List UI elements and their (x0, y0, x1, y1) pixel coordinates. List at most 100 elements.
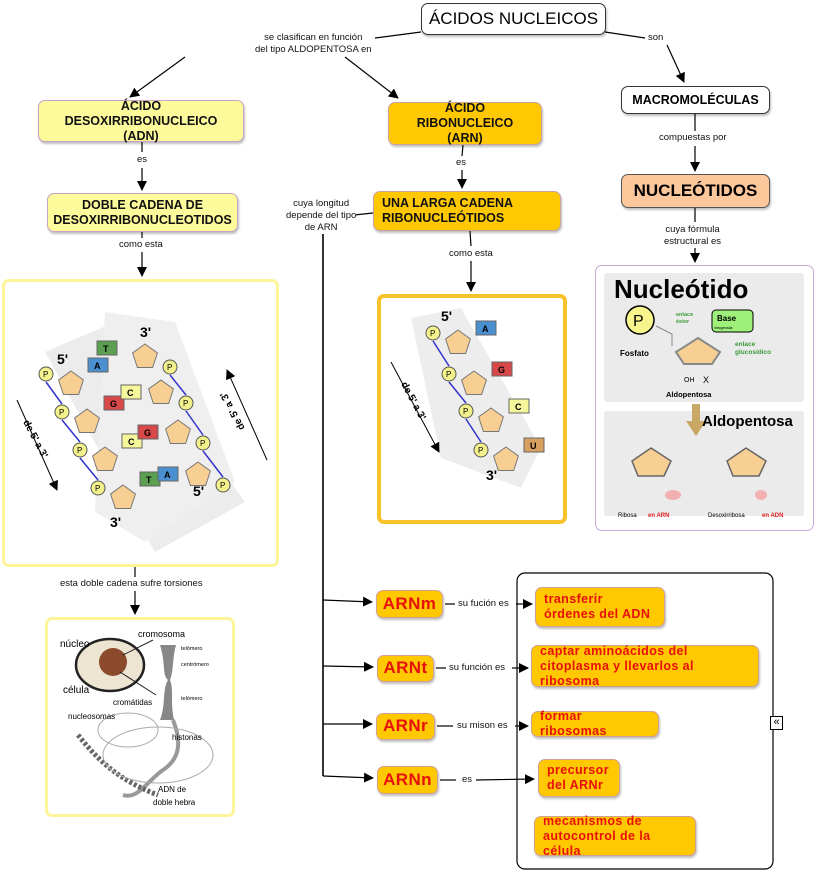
rna-base-letter: C (515, 402, 522, 412)
aldopentosa-title: Aldopentosa (702, 413, 793, 430)
ester-bond (655, 325, 673, 346)
dna-sugar (148, 379, 174, 404)
nitrogenada-label: nitrogenada (714, 326, 733, 330)
dna-phosphate-label: P (220, 481, 225, 490)
node-arnt[interactable]: ARNt (377, 655, 434, 682)
link-torsiones: esta doble cadena sufre torsiones (60, 578, 203, 590)
link-arnm-func: su fución es (458, 598, 509, 610)
title-node[interactable]: ÁCIDOS NUCLEICOS (421, 3, 606, 35)
node-larga-cadena[interactable]: UNA LARGA CADENA RIBONUCLEÓTIDOS (373, 191, 561, 231)
dna-base (87, 357, 109, 373)
dna-sugar (58, 370, 84, 395)
rna-phosphate-label: P (463, 407, 468, 416)
dna-phosphate-label: P (59, 408, 64, 417)
label-adn-2: doble hebra (153, 798, 196, 807)
dna-phosphate-label: P (43, 370, 48, 379)
node-precursor[interactable]: precursor del ARNr (538, 759, 620, 797)
node-transferir[interactable]: transferir órdenes del ADN (535, 587, 665, 627)
node-mecanismos[interactable]: mecanismos de autocontrol de la célula (534, 814, 696, 858)
link-clasifican-line1: se clasifican en función (264, 32, 363, 43)
dna-base-letter: A (94, 361, 101, 371)
dna-5prime-left: 5' (57, 351, 68, 367)
link-son: son (648, 32, 664, 44)
label-telomero-bottom: telómero (181, 696, 202, 702)
nucleotide-diagram: Nucleótido P Fosfato enlace éster Base n… (604, 273, 804, 519)
rna-direction-arrow (390, 361, 440, 453)
dna-base (103, 395, 125, 411)
rna-base (475, 320, 497, 336)
dna-phosphate (72, 442, 88, 458)
rna-base (508, 398, 530, 414)
dna-phosphate (195, 435, 211, 451)
dna-3prime-bottom: 3' (110, 514, 121, 530)
dna-base-letter: C (127, 388, 134, 398)
label-adn-1: ADN de (158, 785, 187, 794)
h-highlight (755, 490, 767, 500)
link-arnt-func: su función es (449, 662, 505, 674)
dna-base-letter: A (164, 470, 171, 480)
dna-sugar (165, 419, 191, 444)
down-arrow-icon (686, 404, 706, 436)
dna-direction-right: de 5' a 3' (218, 390, 247, 432)
dna-base (137, 424, 159, 440)
rna-sugar (461, 370, 487, 395)
node-doble-cadena[interactable]: DOBLE CADENA DE DESOXIRRIBONUCLEOTIDOS (47, 193, 238, 232)
rna-base-letter: G (498, 365, 505, 375)
dna-sugar (92, 446, 118, 471)
label-cromatidas: cromátidas (113, 698, 152, 707)
dna-base (96, 340, 118, 356)
rna-phosphate (458, 403, 474, 419)
dna-backbone (169, 374, 187, 396)
node-arnr[interactable]: ARNr (376, 713, 435, 740)
zoom-line (122, 639, 154, 656)
rna-sugar (478, 407, 504, 432)
x-label: X (703, 375, 709, 385)
dna-base-letter: G (144, 428, 151, 438)
label-centromero: centrómero (181, 662, 209, 668)
node-nucleotidos[interactable]: NUCLEÓTIDOS (621, 174, 770, 208)
rna-base (523, 437, 545, 453)
rna-3prime: 3' (486, 467, 497, 483)
dna-phosphate (38, 366, 54, 382)
en-arn-label: en ARN (648, 513, 669, 519)
label-telomero-top: telómero (181, 646, 202, 652)
node-adn[interactable]: ÁCIDO DESOXIRRIBONUCLEICO (ADN) (38, 99, 244, 143)
label-nucleo: núcleo (60, 639, 90, 650)
node-captar[interactable]: captar aminoácidos del citoplasma y llev… (531, 644, 759, 688)
node-arn[interactable]: ÁCIDO RIBONUCLEICO (ARN) (388, 101, 542, 145)
ester-label-2: éster (676, 319, 690, 325)
node-arnn[interactable]: ARNn (377, 766, 438, 794)
nucleotide-structure-image[interactable]: Nucleótido P Fosfato enlace éster Base n… (595, 265, 814, 531)
dna-sugar (132, 343, 158, 368)
link-formula-line1: cuya fórmula (665, 224, 720, 235)
glucosidico-label-2: glucosídico (735, 349, 771, 356)
node-macromoleculas[interactable]: MACROMOLÉCULAS (621, 86, 770, 114)
dna-phosphate (54, 404, 70, 420)
dna-base-letter: T (146, 475, 152, 485)
dna-backbone (185, 410, 204, 436)
dna-sugar (74, 408, 100, 433)
phosphate-label: P (633, 313, 644, 330)
glucosidico-label-1: enlace (735, 341, 756, 348)
rna-phosphate (425, 325, 441, 341)
dna-phosphate-label: P (95, 484, 100, 493)
dna-base (120, 384, 142, 400)
label-nucleosomas: nucleosomas (68, 712, 115, 721)
dna-backbone (79, 457, 99, 481)
node-arnm[interactable]: ARNm (376, 590, 443, 618)
rna-backbone (465, 418, 482, 443)
rna-phosphate-label: P (478, 446, 483, 455)
ribosa-label: Ribosa (618, 513, 637, 519)
chromosome-image[interactable]: núcleo célula cromosoma telómero centróm… (45, 617, 235, 817)
link-compuestas: compuestas por (659, 132, 727, 144)
rna-backbone (448, 381, 467, 404)
dna-5prime-right: 5' (193, 483, 204, 499)
collapse-icon[interactable]: « (770, 716, 783, 730)
rna-sugar (445, 329, 471, 354)
node-formar[interactable]: formar ribosomas (531, 709, 659, 738)
label-cromosoma: cromosoma (138, 629, 185, 639)
